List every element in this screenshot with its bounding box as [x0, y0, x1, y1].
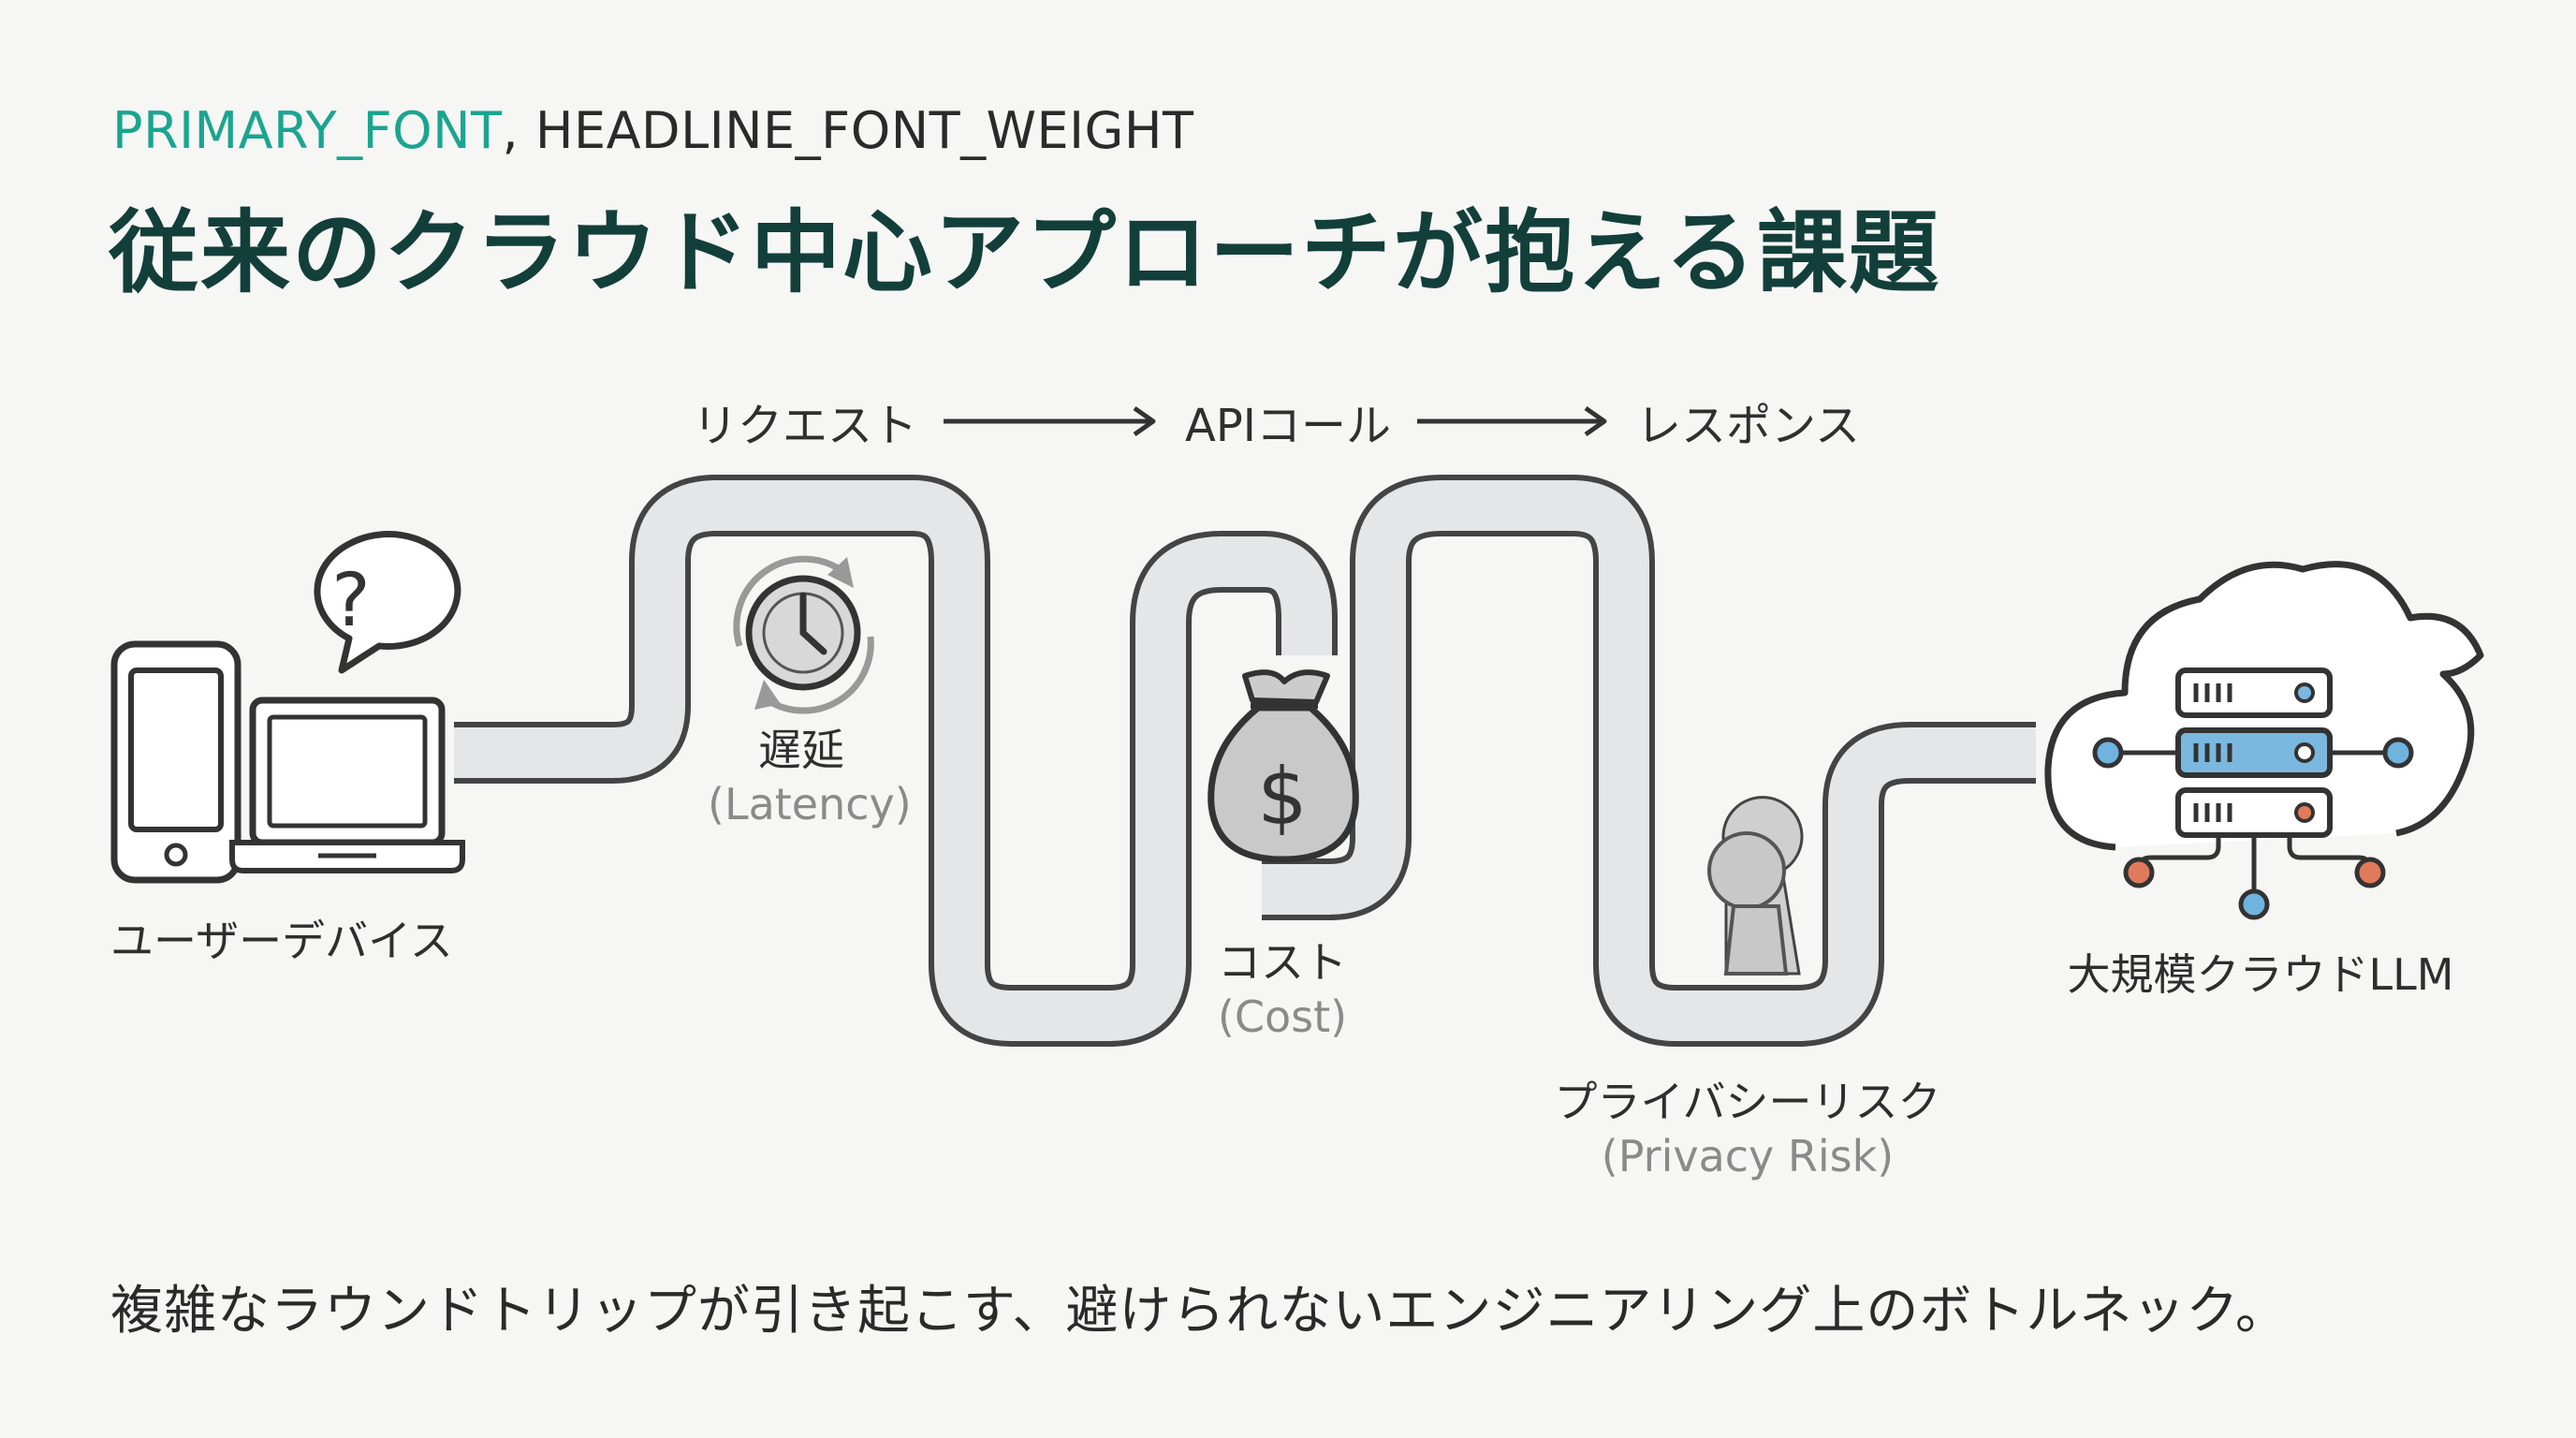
- keyhole-icon: [1707, 796, 1804, 976]
- laptop-icon: [229, 697, 465, 873]
- kicker-accent: PRIMARY_FONT: [112, 101, 503, 160]
- money-bag-icon: $: [1208, 669, 1359, 863]
- cost-label-en: (Cost): [1217, 991, 1348, 1042]
- question-bubble-icon: ?: [314, 531, 461, 674]
- latency-label: 遅延 (Latency): [708, 723, 912, 831]
- cost-label-ja: コスト: [1218, 937, 1347, 988]
- kicker-rest: , HEADLINE_FONT_WEIGHT: [502, 101, 1194, 160]
- flow-step-response: レスポンス: [1635, 400, 1861, 452]
- cloud-llm-label: 大規模クラウドLLM: [2067, 949, 2454, 1000]
- flow-row: リクエスト APIコール レスポンス: [693, 389, 1860, 454]
- flow-step-request: リクエスト: [693, 400, 918, 452]
- dollar-sign: $: [1257, 751, 1307, 843]
- privacy-label: プライバシーリスク (Privacy Risk): [1514, 1075, 1982, 1183]
- page-title: 従来のクラウド中心アプローチが抱える課題: [109, 200, 1941, 305]
- privacy-label-en: (Privacy Risk): [1601, 1131, 1895, 1181]
- privacy-label-ja: プライバシーリスク: [1554, 1077, 1941, 1127]
- arrow-right-icon: [1416, 405, 1607, 437]
- arrow-right-icon: [944, 405, 1156, 437]
- cloud-server-icon: [2044, 561, 2484, 920]
- latency-label-ja: 遅延: [758, 725, 844, 775]
- clock-icon: [733, 555, 874, 714]
- flow-step-api-call: APIコール: [1185, 400, 1391, 452]
- question-mark: ?: [331, 559, 370, 643]
- device-label: ユーザーデバイス: [110, 916, 453, 966]
- kicker: PRIMARY_FONT, HEADLINE_FONT_WEIGHT: [112, 101, 1193, 160]
- latency-label-en: (Latency): [708, 779, 912, 829]
- data-pipe: [454, 475, 2036, 1047]
- footer-caption: 複雑なラウンドトリップが引き起こす、避けられないエンジニアリング上のボトルネック…: [110, 1281, 2289, 1342]
- phone-icon: [110, 640, 242, 884]
- cost-label: コスト (Cost): [1189, 935, 1376, 1044]
